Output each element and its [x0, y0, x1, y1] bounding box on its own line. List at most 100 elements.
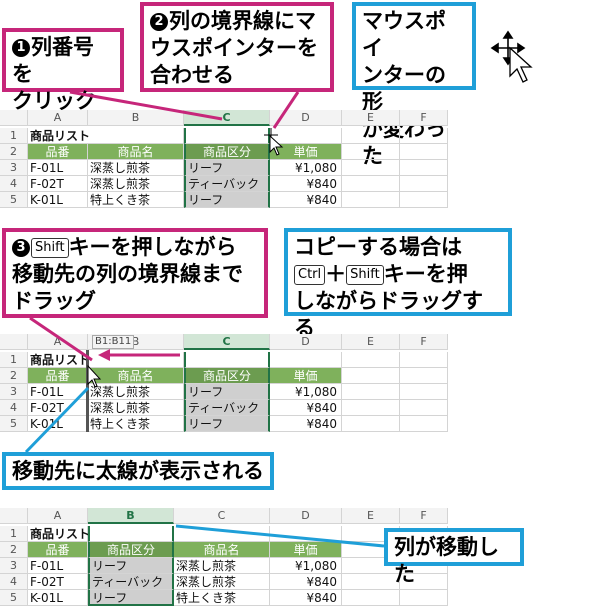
row-number[interactable]: 1 — [0, 526, 28, 542]
cell-d3[interactable]: ¥1,080 — [270, 558, 342, 574]
column-header-a[interactable]: A — [28, 110, 88, 126]
cell-c3[interactable]: リーフ — [184, 160, 270, 176]
column-header-b[interactable]: B — [88, 508, 174, 524]
cell-d3[interactable]: ¥1,080 — [270, 160, 342, 176]
cell-d5[interactable]: ¥840 — [270, 590, 342, 606]
cell-d4[interactable]: ¥840 — [270, 400, 342, 416]
row-number[interactable]: 3 — [0, 558, 28, 574]
cell-e5[interactable] — [342, 192, 400, 208]
cell-d4[interactable]: ¥840 — [270, 574, 342, 590]
cell-e3[interactable] — [342, 558, 400, 574]
cell-c4[interactable]: 深蒸し煎茶 — [174, 574, 270, 590]
cell-b4[interactable]: 深蒸し煎茶 — [88, 400, 184, 416]
row-number[interactable]: 1 — [0, 128, 28, 144]
cell-c2[interactable]: 商品区分 — [184, 144, 270, 160]
cell-a2[interactable]: 品番 — [28, 368, 88, 384]
cell-c1[interactable] — [174, 526, 270, 542]
cell-d3[interactable]: ¥1,080 — [270, 384, 342, 400]
cell-b3[interactable]: 深蒸し煎茶 — [88, 160, 184, 176]
cell-d4[interactable]: ¥840 — [270, 176, 342, 192]
cell-d1[interactable] — [270, 128, 342, 144]
cell-d5[interactable]: ¥840 — [270, 192, 342, 208]
cell-e5[interactable] — [342, 416, 400, 432]
cell-d2[interactable]: 単価 — [270, 144, 342, 160]
cell-b3[interactable]: 深蒸し煎茶 — [88, 384, 184, 400]
cell-e2[interactable] — [342, 368, 400, 384]
cell-a3[interactable]: F-01L — [28, 558, 88, 574]
column-header-c[interactable]: C — [174, 508, 270, 524]
cell-f4[interactable] — [400, 176, 448, 192]
cell-e2[interactable] — [342, 144, 400, 160]
cell-b4[interactable]: 深蒸し煎茶 — [88, 176, 184, 192]
cell-d2[interactable]: 単価 — [270, 368, 342, 384]
row-number[interactable]: 5 — [0, 590, 28, 606]
column-header-c[interactable]: C — [184, 334, 270, 350]
cell-c5[interactable]: リーフ — [184, 416, 270, 432]
column-header-c[interactable]: C — [184, 110, 270, 126]
cell-b5[interactable]: 特上くき茶 — [88, 416, 184, 432]
cell-c4[interactable]: ティーバック — [184, 400, 270, 416]
cell-c2[interactable]: 商品区分 — [184, 368, 270, 384]
cell-d1[interactable] — [270, 352, 342, 368]
row-number[interactable]: 5 — [0, 192, 28, 208]
cell-b5[interactable]: リーフ — [88, 590, 174, 606]
row-number[interactable]: 2 — [0, 542, 28, 558]
cell-e4[interactable] — [342, 574, 400, 590]
cell-c1[interactable] — [184, 128, 270, 144]
row-number[interactable]: 4 — [0, 574, 28, 590]
column-header-f[interactable]: F — [400, 508, 448, 524]
row-number[interactable]: 3 — [0, 160, 28, 176]
cell-f1[interactable] — [400, 352, 448, 368]
cell-c5[interactable]: 特上くき茶 — [174, 590, 270, 606]
cell-d1[interactable] — [270, 526, 342, 542]
cell-e4[interactable] — [342, 400, 400, 416]
column-header-d[interactable]: D — [270, 334, 342, 350]
cell-a2[interactable]: 品番 — [28, 144, 88, 160]
row-number[interactable]: 2 — [0, 368, 28, 384]
cell-f3[interactable] — [400, 160, 448, 176]
cell-a4[interactable]: F-02T — [28, 574, 88, 590]
cell-a4[interactable]: F-02T — [28, 176, 88, 192]
cell-a1[interactable]: 商品リスト — [28, 128, 184, 144]
cell-f5[interactable] — [400, 590, 448, 606]
row-number[interactable]: 2 — [0, 144, 28, 160]
cell-e5[interactable] — [342, 590, 400, 606]
cell-e3[interactable] — [342, 384, 400, 400]
cell-a5[interactable]: K-01L — [28, 416, 88, 432]
column-header-b[interactable]: B — [88, 110, 184, 126]
cell-a1[interactable]: 商品リスト — [28, 526, 91, 542]
row-number[interactable]: 4 — [0, 176, 28, 192]
cell-a3[interactable]: F-01L — [28, 384, 88, 400]
cell-c3[interactable]: 深蒸し煎茶 — [174, 558, 270, 574]
cell-f1[interactable] — [400, 128, 448, 144]
corner-cell[interactable] — [0, 334, 28, 350]
cell-a1[interactable]: 商品リスト — [28, 352, 184, 368]
cell-c2[interactable]: 商品名 — [174, 542, 270, 558]
cell-b2[interactable]: 商品名 — [88, 144, 184, 160]
cell-f2[interactable] — [400, 368, 448, 384]
cell-c3[interactable]: リーフ — [184, 384, 270, 400]
corner-cell[interactable] — [0, 508, 28, 524]
row-number[interactable]: 4 — [0, 400, 28, 416]
column-header-f[interactable]: F — [400, 334, 448, 350]
cell-b3[interactable]: リーフ — [88, 558, 174, 574]
cell-e1[interactable] — [342, 352, 400, 368]
row-number[interactable]: 1 — [0, 352, 28, 368]
cell-f4[interactable] — [400, 574, 448, 590]
corner-cell[interactable] — [0, 110, 28, 126]
column-header-a[interactable]: A — [28, 508, 88, 524]
cell-b2[interactable]: 商品区分 — [88, 542, 174, 558]
cell-b2[interactable]: 商品名 — [88, 368, 184, 384]
cell-a5[interactable]: K-01L — [28, 192, 88, 208]
cell-a4[interactable]: F-02T — [28, 400, 88, 416]
cell-b1[interactable] — [88, 526, 174, 542]
column-header-e[interactable]: E — [342, 508, 400, 524]
cell-f3[interactable] — [400, 384, 448, 400]
cell-b4[interactable]: ティーバック — [88, 574, 174, 590]
cell-e4[interactable] — [342, 176, 400, 192]
cell-d5[interactable]: ¥840 — [270, 416, 342, 432]
cell-c5[interactable]: リーフ — [184, 192, 270, 208]
column-header-e[interactable]: E — [342, 110, 400, 126]
cell-f2[interactable] — [400, 144, 448, 160]
row-number[interactable]: 3 — [0, 384, 28, 400]
